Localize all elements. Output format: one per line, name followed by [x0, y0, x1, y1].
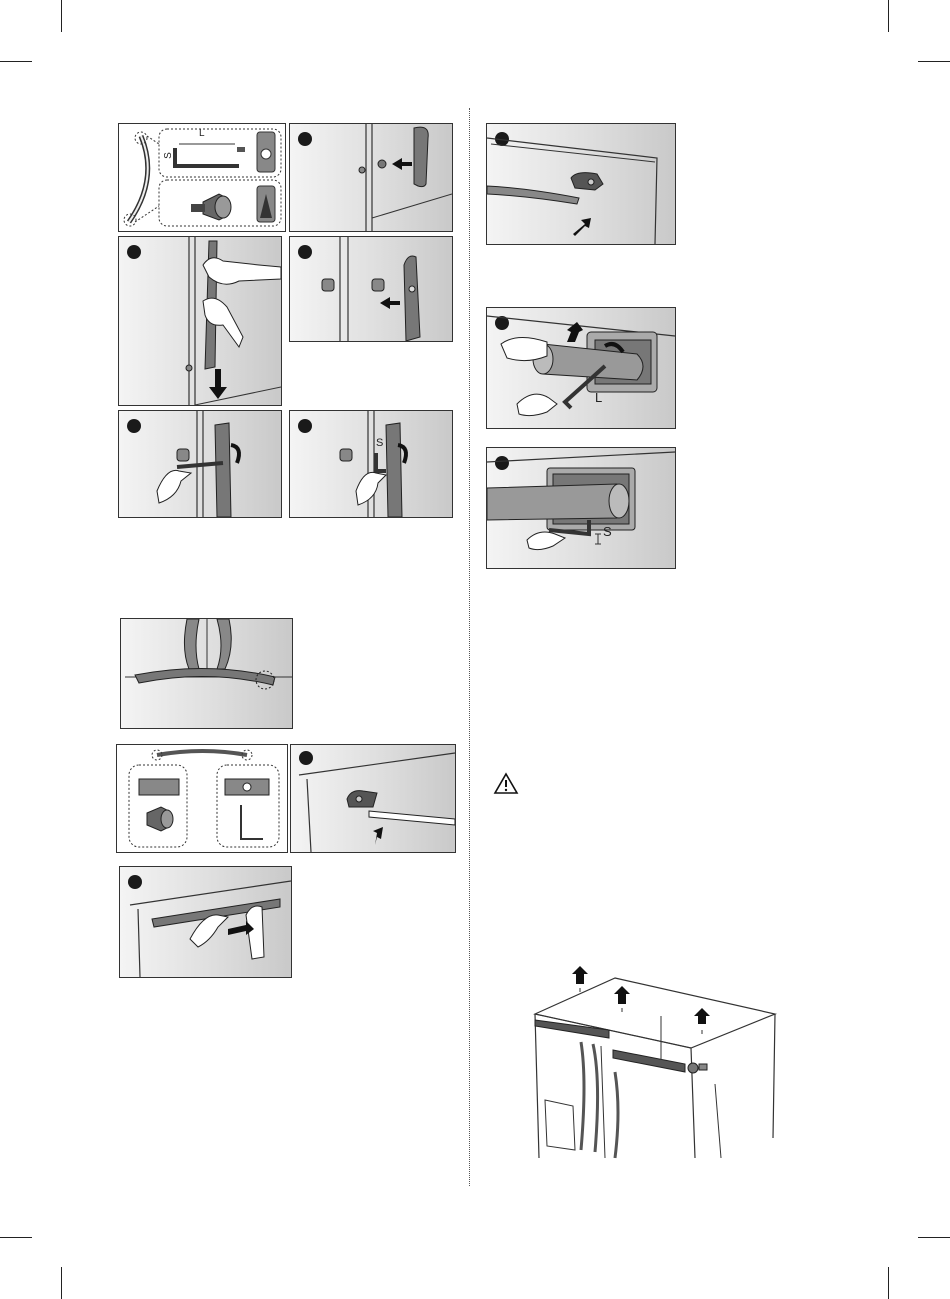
crop-mark — [0, 61, 32, 62]
crop-mark — [888, 0, 889, 32]
tool-length-label: L — [199, 128, 205, 139]
panel-drawer-handle-parts — [116, 744, 288, 853]
fridge-top-illustration — [515, 960, 780, 1160]
panel-freezer-handle — [120, 618, 293, 729]
crop-mark — [61, 0, 62, 32]
crop-mark — [61, 1267, 62, 1299]
warning-icon — [493, 772, 519, 796]
panel-drawer-screw — [290, 744, 456, 853]
crop-mark — [0, 1237, 32, 1238]
hex-long-label: L — [595, 390, 602, 405]
panel-remove-handle — [118, 236, 282, 406]
panel-tighten-long — [118, 410, 282, 518]
panel-drawer-hex-short: S — [486, 447, 676, 569]
handle-parts-illustration — [119, 124, 285, 231]
tool-short-label: S — [163, 152, 174, 159]
panel-tighten-short: S — [289, 410, 453, 518]
panel-drawer-pull — [119, 866, 292, 978]
page-tick — [888, 1270, 889, 1280]
gap-short-label: S — [603, 524, 612, 539]
crop-mark — [918, 1237, 950, 1238]
panel-handle-parts: L S — [118, 123, 286, 232]
column-divider — [469, 108, 470, 1186]
panel-install-screw — [289, 236, 453, 342]
panel-drawer-hex-long: L — [486, 307, 676, 429]
crop-mark — [918, 61, 950, 62]
panel-drawer-top — [486, 123, 676, 245]
panel-door-screw — [289, 123, 453, 232]
hex-short-label: S — [376, 437, 383, 449]
